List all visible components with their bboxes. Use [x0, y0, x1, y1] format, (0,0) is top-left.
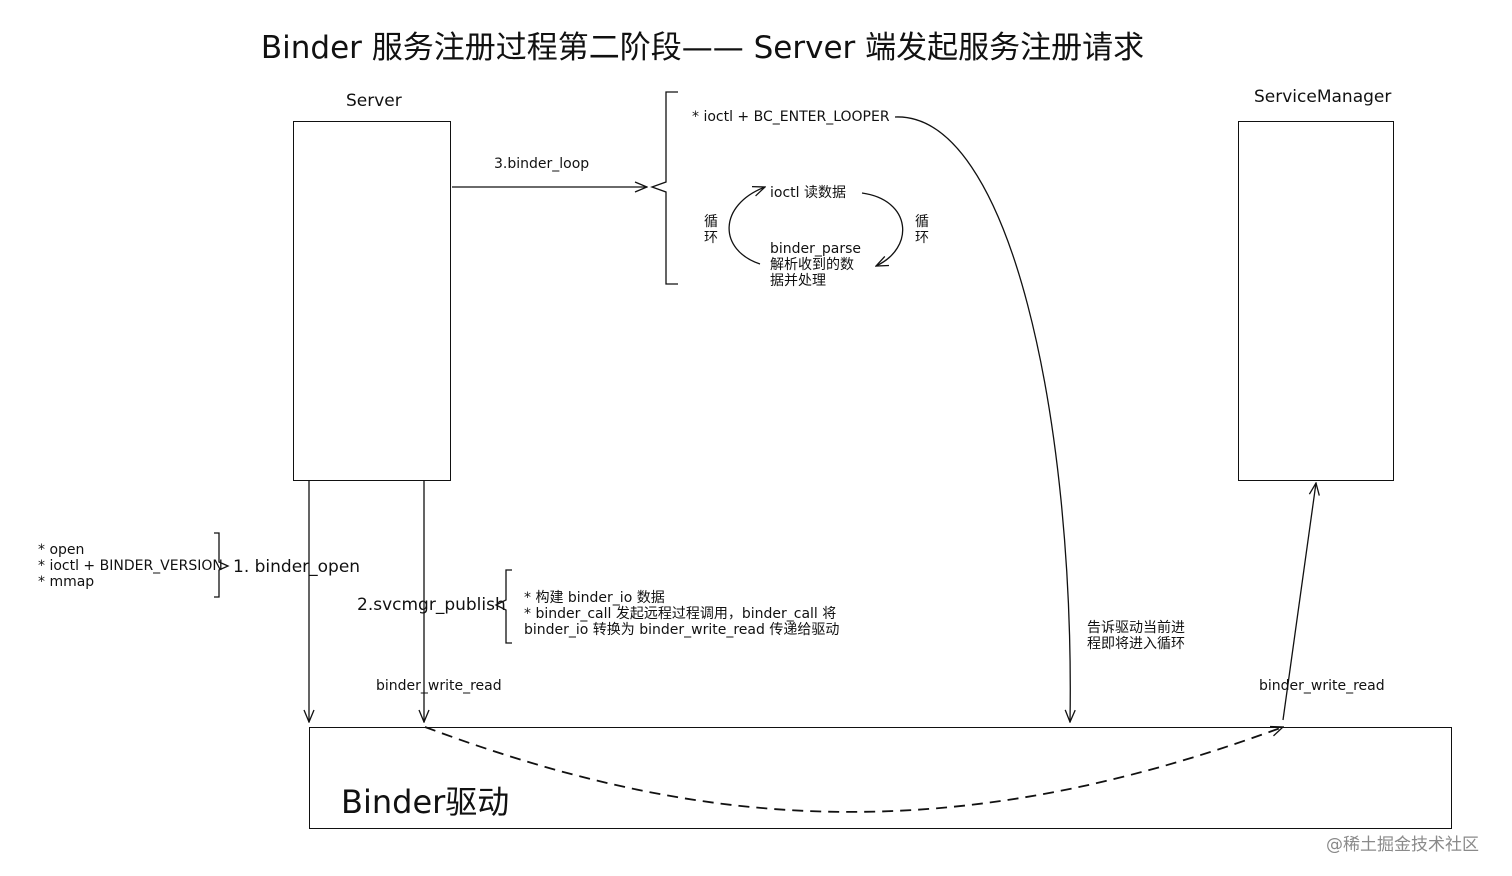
publish-steps-note: * 构建 binder_io 数据 * binder_call 发起远程过程调用… [524, 590, 840, 638]
ioctl-read-note: ioctl 读数据 [770, 185, 846, 201]
server-write-read-label: binder_write_read [376, 678, 502, 694]
sm-write-read-label: binder_write_read [1259, 678, 1385, 694]
loop-right-note: 循 环 [915, 214, 929, 246]
binder-loop-label: 3.binder_loop [494, 156, 590, 172]
server-label: Server [346, 91, 402, 111]
loop-arc-left [728, 187, 765, 265]
driver-transfer-curve [424, 727, 1283, 813]
server-box[interactable] [293, 121, 451, 481]
publish-bracket [494, 569, 512, 644]
open-steps-note: * open * ioctl + BINDER_VERSION * mmap [38, 542, 223, 590]
binder-driver-label: Binder驱动 [341, 783, 510, 821]
watermark: @稀土掘金技术社区 [1326, 835, 1479, 855]
svcmgr-publish-label: 2.svcmgr_publish [357, 595, 506, 615]
open-bracket [214, 532, 230, 598]
service-manager-box[interactable] [1238, 121, 1394, 481]
binder-open-label: 1. binder_open [233, 557, 361, 577]
binder-parse-note: binder_parse 解析收到的数 据并处理 [770, 241, 862, 289]
loop-bracket [650, 91, 678, 285]
tell-driver-note: 告诉驱动当前进 程即将进入循环 [1087, 620, 1185, 652]
diagram-title: Binder 服务注册过程第二阶段—— Server 端发起服务注册请求 [260, 30, 1145, 66]
enter-looper-note: * ioctl + BC_ENTER_LOOPER [692, 109, 890, 125]
service-manager-label: ServiceManager [1254, 87, 1392, 107]
enter-looper-arrow [894, 116, 1070, 722]
sm-receive-arrow [1282, 483, 1316, 721]
loop-arc-right [861, 192, 904, 266]
binder-driver-box[interactable] [309, 727, 1452, 829]
loop-left-note: 循 环 [704, 214, 718, 246]
